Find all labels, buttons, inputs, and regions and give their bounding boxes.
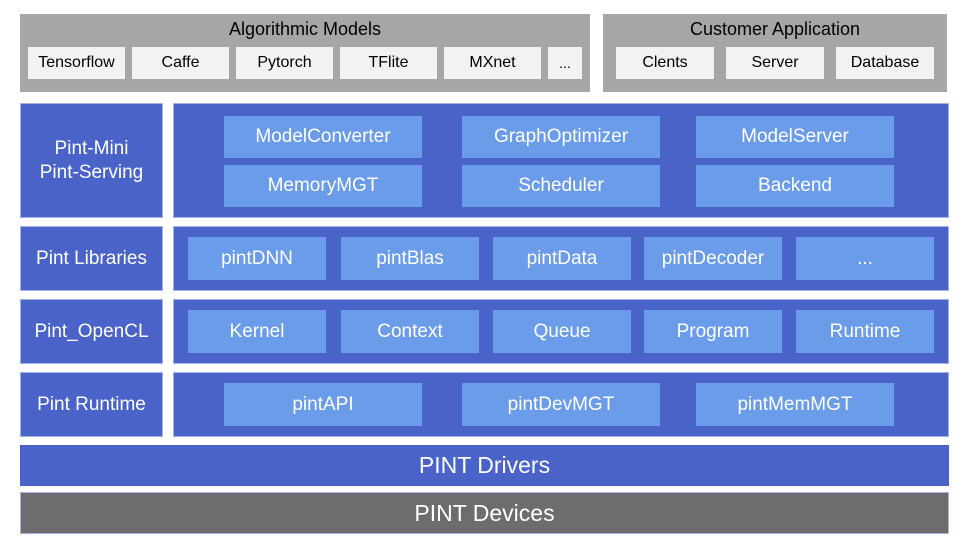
comp-pintdnn: pintDNN bbox=[188, 237, 326, 280]
app-database: Database bbox=[836, 47, 934, 79]
app-server: Server bbox=[726, 47, 824, 79]
comp-modelserver: ModelServer bbox=[696, 116, 894, 158]
algorithmic-models-title: Algorithmic Models bbox=[228, 19, 382, 39]
comp-pintdevmgt: pintDevMGT bbox=[462, 383, 660, 426]
pint-devices-bar: PINT Devices bbox=[20, 492, 949, 534]
model-mxnet: MXnet bbox=[444, 47, 541, 79]
model-tensorflow: Tensorflow bbox=[28, 47, 125, 79]
layer-panel-pint-libraries: pintDNN pintBlas pintData pintDecoder ..… bbox=[173, 226, 949, 291]
comp-context: Context bbox=[341, 310, 479, 353]
comp-graphoptimizer: GraphOptimizer bbox=[462, 116, 660, 158]
layer-panel-pint-serving: ModelConverter GraphOptimizer ModelServe… bbox=[173, 103, 949, 218]
layer-panel-pint-opencl: Kernel Context Queue Program Runtime bbox=[173, 299, 949, 364]
comp-program: Program bbox=[644, 310, 782, 353]
comp-pintblas: pintBlas bbox=[341, 237, 479, 280]
comp-modelconverter: ModelConverter bbox=[224, 116, 422, 158]
model-more: ... bbox=[548, 47, 582, 79]
model-pytorch: Pytorch bbox=[236, 47, 333, 79]
model-caffe: Caffe bbox=[132, 47, 229, 79]
comp-libraries-more: ... bbox=[796, 237, 934, 280]
model-tflite: TFlite bbox=[340, 47, 437, 79]
comp-memorymgt: MemoryMGT bbox=[224, 165, 422, 207]
comp-pintdecoder: pintDecoder bbox=[644, 237, 782, 280]
comp-kernel: Kernel bbox=[188, 310, 326, 353]
algorithmic-models-panel: Algorithmic Models Tensorflow Caffe Pyto… bbox=[20, 14, 590, 92]
comp-backend: Backend bbox=[696, 165, 894, 207]
pint-drivers-bar: PINT Drivers bbox=[20, 445, 949, 486]
layer-label-pint-libraries: Pint Libraries bbox=[20, 226, 163, 291]
comp-pintmemmgt: pintMemMGT bbox=[696, 383, 894, 426]
customer-application-title: Customer Application bbox=[689, 19, 861, 39]
layer-label-pint-runtime: Pint Runtime bbox=[20, 372, 163, 437]
comp-queue: Queue bbox=[493, 310, 631, 353]
customer-application-panel: Customer Application Clents Server Datab… bbox=[603, 14, 947, 92]
layer-panel-pint-runtime: pintAPI pintDevMGT pintMemMGT bbox=[173, 372, 949, 437]
comp-pintdata: pintData bbox=[493, 237, 631, 280]
layer-label-pint-serving: Pint-Mini Pint-Serving bbox=[20, 103, 163, 218]
comp-scheduler: Scheduler bbox=[462, 165, 660, 207]
app-clients: Clents bbox=[616, 47, 714, 79]
layer-label-pint-opencl: Pint_OpenCL bbox=[20, 299, 163, 364]
comp-pintapi: pintAPI bbox=[224, 383, 422, 426]
comp-runtime: Runtime bbox=[796, 310, 934, 353]
